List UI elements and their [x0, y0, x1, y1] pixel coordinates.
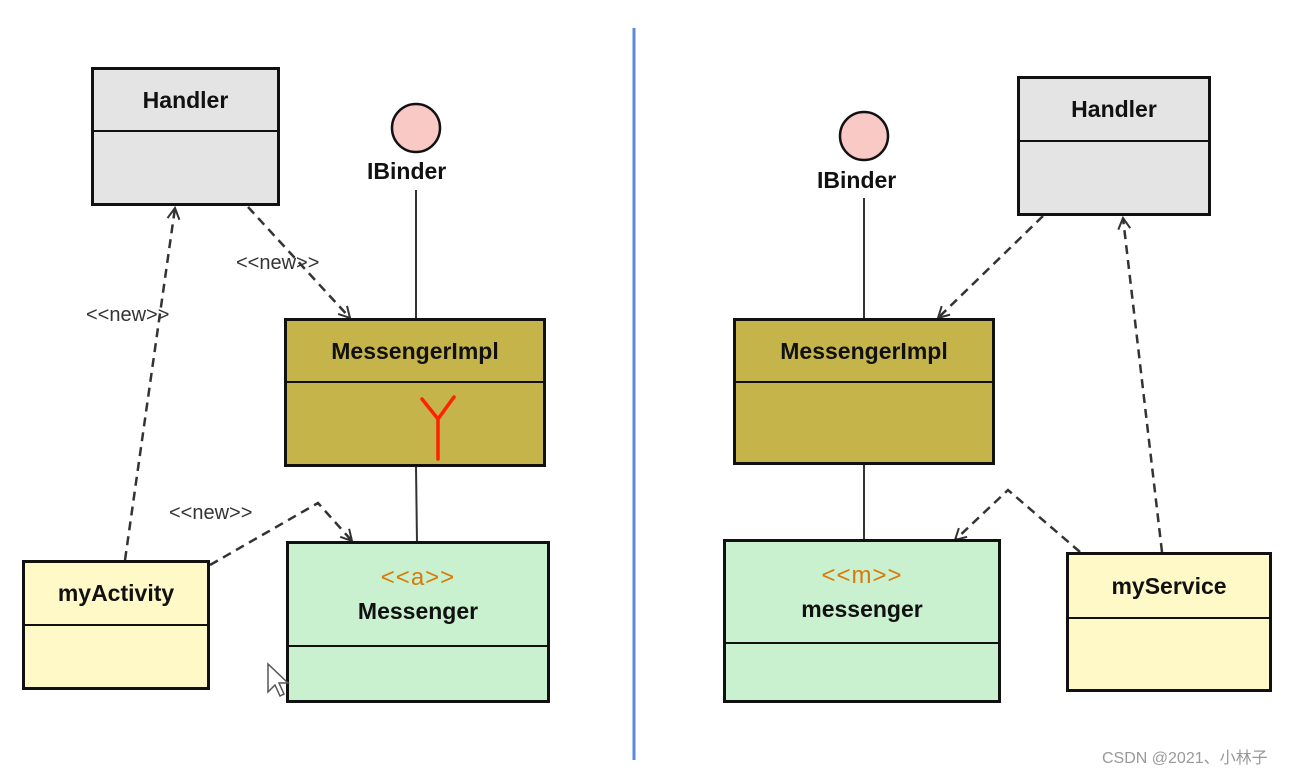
- handler-to-impl-right-arrow: [938, 215, 1044, 318]
- service-to-handler-arrow: [1123, 218, 1164, 553]
- myservice-class[interactable]: myService: [1066, 552, 1272, 692]
- activity-to-messenger-arrow: [209, 501, 352, 567]
- stereotype-label: <<m>>: [821, 561, 903, 589]
- mouse-cursor-icon: [267, 662, 290, 698]
- messenger-class-right[interactable]: <<m>> messenger: [723, 539, 1001, 703]
- messenger-class-right-body: [726, 644, 998, 700]
- class-name: MessengerImpl: [780, 337, 948, 364]
- service-to-messenger-arrow: [955, 488, 1081, 553]
- myservice-class-header: myService: [1069, 555, 1269, 619]
- handler-class-left-body: [94, 132, 277, 203]
- ibinder-left-circle: [390, 102, 442, 154]
- messengerimpl-class-left-body: [287, 383, 543, 464]
- class-name: MessengerImpl: [331, 337, 499, 364]
- ibinder-right-circle: [838, 110, 890, 162]
- handler-class-right[interactable]: Handler: [1017, 76, 1211, 216]
- activity-to-handler-arrow: [123, 208, 175, 561]
- messengerimpl-class-right[interactable]: MessengerImpl: [733, 318, 995, 465]
- new-label-1: <<new>>: [236, 252, 320, 274]
- messengerimpl-class-left[interactable]: MessengerImpl: [284, 318, 546, 467]
- messenger-class-right-header: <<m>> messenger: [726, 542, 998, 644]
- messenger-class-left-header: <<a>> Messenger: [289, 544, 547, 647]
- myactivity-class-body: [25, 626, 207, 687]
- messengerimpl-class-left-header: MessengerImpl: [287, 321, 543, 383]
- ibinder-right-label: IBinder: [817, 167, 897, 193]
- handler-class-left-header: Handler: [94, 70, 277, 132]
- class-name: Handler: [142, 86, 229, 113]
- stereotype-label: <<a>>: [380, 564, 456, 591]
- csdn-watermark: CSDN @2021、小林子: [1102, 750, 1268, 767]
- new-label-3: <<new>>: [169, 502, 253, 524]
- class-name: Handler: [1071, 96, 1157, 122]
- ibinder-left-label: IBinder: [367, 158, 447, 184]
- handler-to-impl-left-arrow: [247, 206, 350, 318]
- class-name: myService: [1111, 572, 1227, 599]
- class-name: myActivity: [57, 580, 175, 606]
- class-name: messenger: [801, 595, 923, 622]
- red-y-mark: [420, 395, 456, 461]
- handler-class-left[interactable]: Handler: [91, 67, 280, 206]
- messenger-class-left[interactable]: <<a>> Messenger: [286, 541, 550, 703]
- new-label-2: <<new>>: [86, 304, 170, 326]
- handler-class-right-body: [1020, 142, 1208, 213]
- handler-class-right-header: Handler: [1020, 79, 1208, 142]
- messengerimpl-class-right-header: MessengerImpl: [736, 321, 992, 383]
- impl-messenger-left-link: [415, 465, 418, 544]
- messenger-class-left-body: [289, 647, 547, 700]
- myactivity-class[interactable]: myActivity: [22, 560, 210, 690]
- messengerimpl-class-right-body: [736, 383, 992, 462]
- class-name: Messenger: [357, 598, 479, 624]
- myservice-class-body: [1069, 619, 1269, 689]
- myactivity-class-header: myActivity: [25, 563, 207, 626]
